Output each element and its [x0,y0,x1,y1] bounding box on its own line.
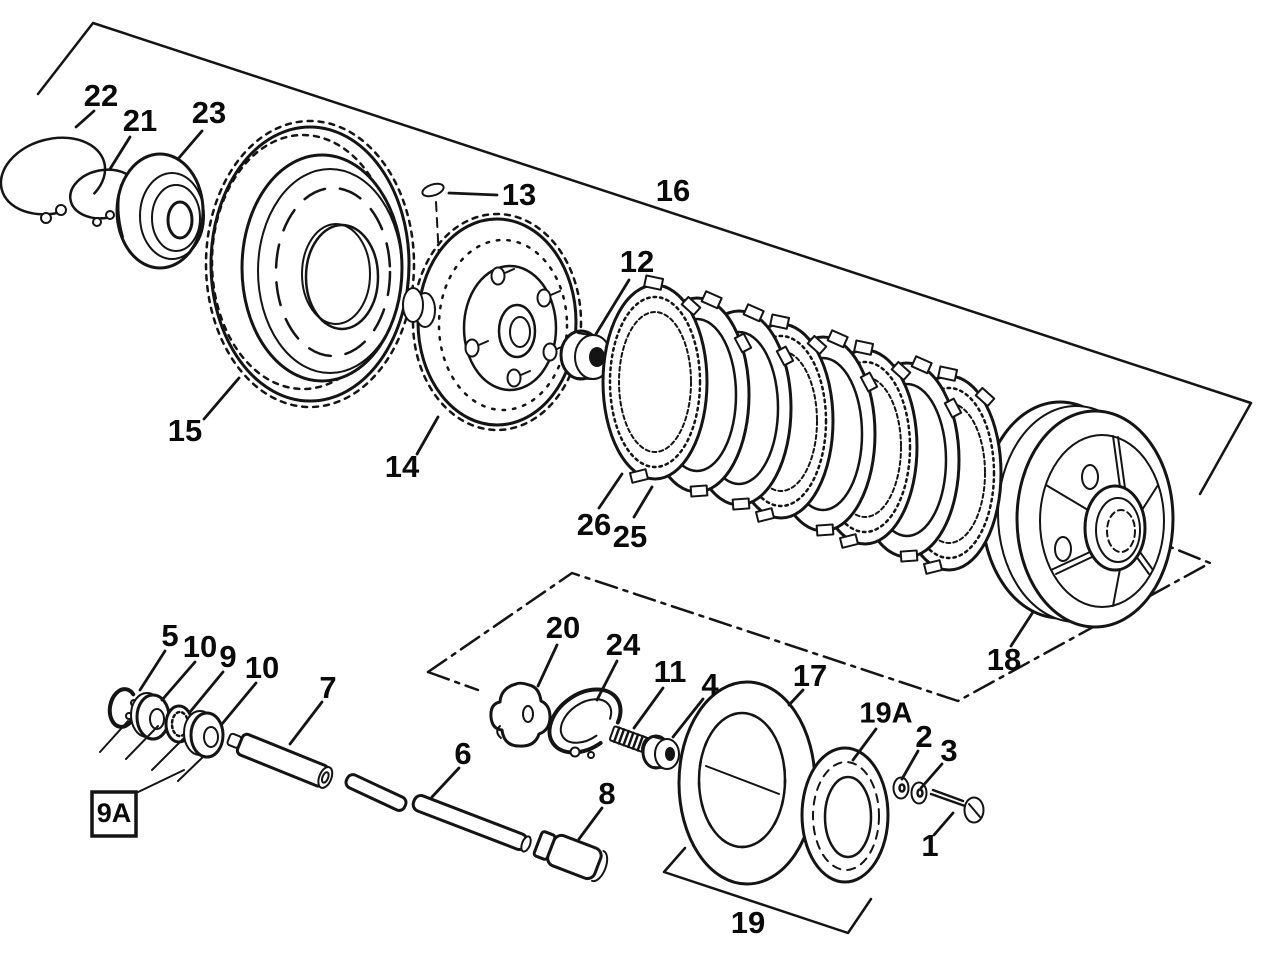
part-label-5: 5 [161,618,178,653]
screw-1 [929,788,985,824]
hub-nut-12 [559,329,612,381]
part-label-8: 8 [598,776,615,811]
leader-line-17 [787,688,805,707]
part-label-9A: 9A [97,798,132,828]
leader-line-13 [447,191,499,197]
leader-line-18 [1009,610,1035,648]
leader-line-10b [220,681,258,726]
part-label-17: 17 [793,658,827,693]
washer-2 [892,776,910,800]
clutch-plate-stack [601,273,1003,576]
spring-washer-19a [800,746,890,884]
leader-line-5 [138,649,167,692]
leader-line-1 [932,811,955,837]
part-label-7: 7 [319,670,336,705]
leader-line-21 [108,135,132,171]
leader-line-20 [536,643,559,688]
leader-line-12 [594,278,631,336]
part-label-10a: 10 [183,629,217,664]
group-bracket-19 [662,846,873,935]
part-label-18: 18 [987,642,1021,677]
part-label-21: 21 [123,103,157,138]
leader-line-3 [919,762,944,790]
part-label-9: 9 [219,639,236,674]
leader-line-8 [577,806,604,841]
part-label-25: 25 [613,519,647,554]
retaining-ring-24 [547,687,623,759]
pushrod-7 [226,732,334,789]
part-label-15: 15 [168,413,202,448]
part-label-14: 14 [385,449,420,484]
leader-line-23 [176,129,204,161]
spring-disc-17 [677,680,817,886]
leader-line-11 [632,686,665,730]
callout-box-9A [90,790,138,838]
part-label-22: 22 [84,78,118,113]
part-label-26: 26 [577,507,611,542]
leader-line-14 [415,415,440,456]
part-label-13: 13 [502,177,536,212]
pushrod-6 [344,773,532,853]
leader-line-6 [430,766,461,799]
leader-line-25 [632,485,654,519]
leader-line-4 [671,697,705,739]
part-label-10b: 10 [245,650,279,685]
part-label-2: 2 [915,719,932,754]
group-lines-9a [99,720,205,795]
washer-10-left [130,692,171,741]
part-label-1: 1 [921,828,938,863]
leader-line-26 [597,472,624,510]
spacer-8 [532,830,609,883]
retaining-ring-22 [0,136,107,224]
release-plate-20 [489,681,552,748]
clutch-drum-18 [980,400,1175,629]
part-label-12: 12 [620,244,654,279]
leader-line-22 [74,109,96,129]
clutch-shell-15 [204,119,416,409]
key-13 [421,182,445,296]
leader-line-9 [188,670,225,714]
nut-4 [641,734,680,770]
washer-10-right [183,710,225,759]
part-label-3: 3 [940,733,957,768]
part-label-6: 6 [454,736,471,771]
part-label-11: 11 [654,654,687,689]
leader-line-24 [595,659,619,702]
friction-plate-26 [601,273,709,485]
part-label-24: 24 [606,627,641,662]
leader-line-7 [288,700,324,746]
part-label-16: 16 [656,173,690,208]
clutch-hub-14 [402,212,583,432]
part-label-4: 4 [701,667,719,702]
part-label-19A: 19A [859,698,912,730]
assembly-border-line [36,21,1253,496]
leader-line-2 [900,749,920,781]
bearing-23 [115,152,205,270]
leader-line-10a [160,660,197,702]
phantom-group-outline [426,540,1212,703]
leader-line-15 [202,376,241,421]
leader-line-19A [851,727,878,762]
part-label-19: 19 [731,905,765,940]
part-label-23: 23 [192,95,226,130]
part-label-20: 20 [546,610,580,645]
